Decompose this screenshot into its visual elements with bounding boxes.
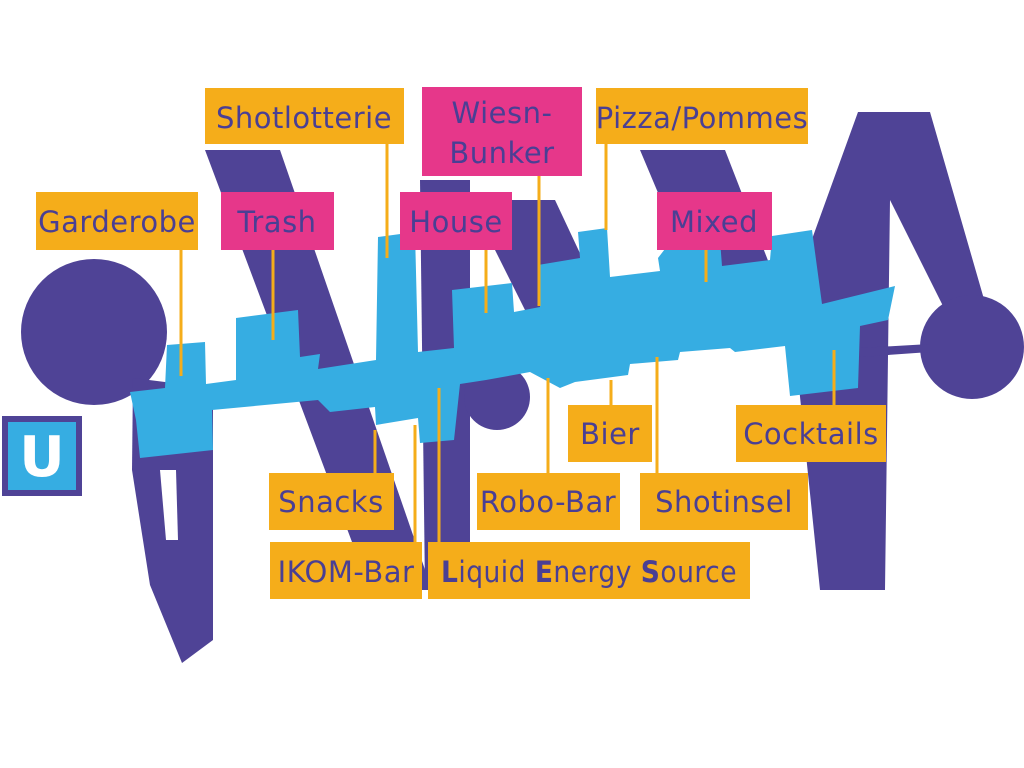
label-mixed: Mixed (657, 192, 772, 250)
label-cocktails: Cocktails (736, 405, 886, 462)
label-bier-box (568, 405, 652, 462)
label-wiesn-bunker-line2: Bunker (449, 136, 554, 170)
label-robo-bar-text: Robo-Bar (480, 485, 616, 519)
les-e-rest: nergy (553, 555, 640, 589)
label-cocktails-box (736, 405, 886, 462)
label-trash: Trash (221, 192, 334, 250)
label-wiesn-bunker: Wiesn- Bunker (422, 87, 582, 176)
label-garderobe-text: Garderobe (38, 205, 196, 239)
label-shotlotterie-box (205, 88, 404, 144)
label-cocktails-text: Cocktails (743, 417, 879, 451)
label-robo-bar-box (477, 473, 620, 530)
label-wiesn-bunker-line1: Wiesn- (452, 96, 553, 130)
ubahn-sign-letter: U (19, 425, 64, 490)
label-bier: Bier (568, 405, 652, 462)
label-shotinsel: Shotinsel (640, 473, 808, 530)
label-snacks-text: Snacks (278, 485, 383, 519)
label-trash-text: Trash (236, 205, 316, 239)
label-garderobe: Garderobe (36, 192, 198, 250)
label-garderobe-box (36, 192, 198, 250)
label-house: House (400, 192, 512, 250)
label-liquid-energy-source: Liquid Energy Source (428, 542, 750, 599)
les-e-initial: E (535, 555, 554, 589)
hall-wing-5 (790, 112, 990, 590)
label-ikom-bar-text: IKOM-Bar (278, 555, 415, 589)
les-s-initial: S (641, 555, 661, 589)
label-snacks-box (269, 473, 394, 530)
label-ikom-bar-box (270, 542, 422, 599)
connector-right (860, 344, 930, 357)
label-liquid-energy-source-text: Liquid Energy Source (441, 555, 737, 589)
leader-lines (179, 144, 836, 542)
label-bier-text: Bier (580, 417, 640, 451)
les-l-rest: iquid (458, 555, 534, 589)
floor-band (130, 228, 895, 458)
label-shotinsel-box (640, 473, 808, 530)
label-house-box (400, 192, 512, 250)
label-wiesn-bunker-box (422, 87, 582, 176)
hall-slit (160, 470, 178, 540)
label-snacks: Snacks (269, 473, 394, 530)
label-pizza-pommes: Pizza/Pommes (596, 88, 809, 144)
label-liquid-energy-source-box (428, 542, 750, 599)
label-trash-box (221, 192, 334, 250)
label-ikom-bar: IKOM-Bar (270, 542, 422, 599)
label-house-text: House (409, 205, 502, 239)
entrance-circle-left (21, 259, 167, 405)
label-shotlotterie-text: Shotlotterie (216, 101, 392, 135)
les-l-initial: L (441, 555, 458, 589)
label-pizza-pommes-box (596, 88, 808, 144)
ubahn-sign-icon: U (2, 416, 82, 496)
les-s-rest: ource (660, 555, 737, 589)
label-shotlotterie: Shotlotterie (205, 88, 404, 144)
label-pizza-pommes-text: Pizza/Pommes (596, 101, 809, 135)
label-mixed-text: Mixed (670, 205, 758, 239)
label-shotinsel-text: Shotinsel (655, 485, 793, 519)
ubahn-sign-bg (8, 422, 76, 490)
label-robo-bar: Robo-Bar (477, 473, 620, 530)
label-mixed-box (657, 192, 772, 250)
entrance-circle-right (920, 295, 1024, 399)
